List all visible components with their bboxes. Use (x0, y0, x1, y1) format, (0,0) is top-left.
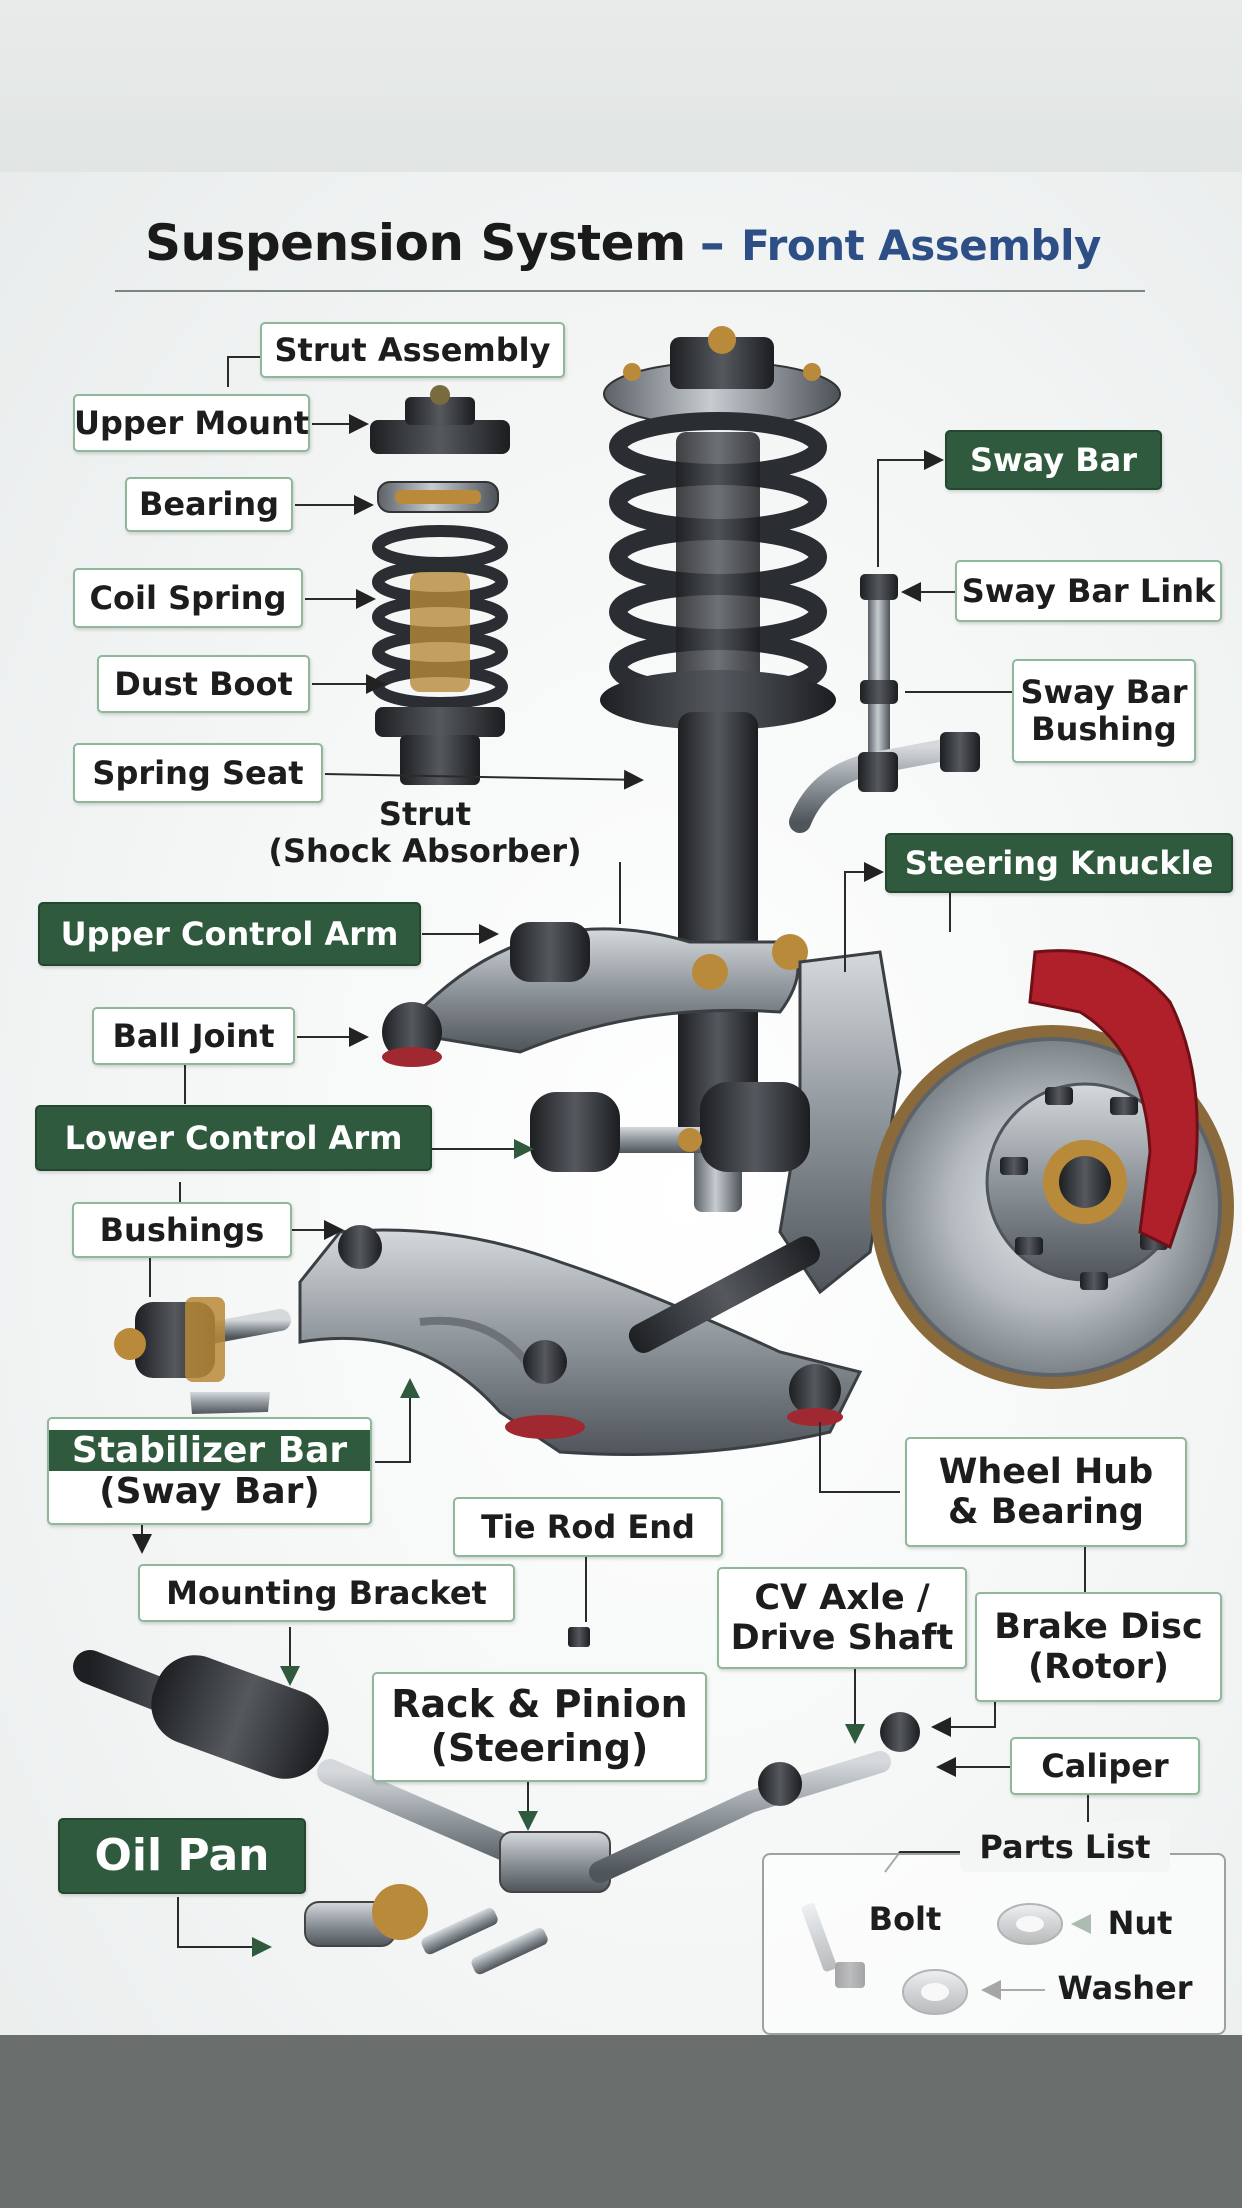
label-sway-bar-bushing-line2: Bushing (1031, 710, 1177, 748)
label-bolt: Bolt (868, 1899, 942, 1938)
label-tie-rod-end: Tie Rod End (453, 1497, 723, 1557)
label-steering-knuckle: Steering Knuckle (885, 833, 1233, 893)
stabilizer-bar-part (114, 1297, 291, 1414)
page-title: Suspension System– Front Assembly (145, 214, 1101, 272)
label-caliper: Caliper (1010, 1737, 1200, 1795)
label-bearing: Bearing (125, 477, 293, 532)
title-main: Suspension System (145, 214, 686, 272)
label-spring-seat: Spring Seat (73, 743, 323, 803)
label-cv-axle: CV Axle / Drive Shaft (717, 1567, 967, 1669)
label-stabilizer-line2: (Sway Bar) (99, 1471, 320, 1512)
dust-boot-part (410, 572, 470, 692)
label-nut: Nut (1107, 1903, 1173, 1942)
strut-assembly-part (600, 326, 841, 1212)
label-wheel-hub-line2: & Bearing (948, 1492, 1144, 1532)
label-brake-disc-line1: Brake Disc (994, 1606, 1203, 1647)
cv-axle-part (530, 1082, 810, 1172)
label-rack-line2: (Steering) (430, 1726, 649, 1770)
sway-bar-link-part (789, 574, 980, 833)
diagram-canvas: Suspension System– Front Assembly (0, 172, 1242, 2035)
top-bar (0, 0, 1242, 172)
parts-list-box (762, 1853, 1226, 2035)
label-bushings: Bushings (72, 1202, 292, 1258)
label-stabilizer-line1: Stabilizer Bar (49, 1429, 370, 1471)
label-parts-list: Parts List (960, 1822, 1170, 1872)
label-brake-disc-line2: (Rotor) (1027, 1647, 1170, 1687)
rack-and-pinion-part (73, 1627, 920, 1893)
upper-mount-part (370, 385, 510, 454)
bottom-bar (0, 2035, 1242, 2208)
label-rack-and-pinion: Rack & Pinion (Steering) (372, 1672, 707, 1782)
title-subtitle: Front Assembly (741, 221, 1101, 270)
label-wheel-hub: Wheel Hub & Bearing (905, 1437, 1187, 1547)
tie-rod-part (628, 1236, 820, 1353)
label-strut-line2: (Shock Absorber) (268, 832, 582, 870)
leader-lines (132, 356, 1091, 2000)
label-mounting-bracket: Mounting Bracket (138, 1564, 515, 1622)
label-upper-control-arm: Upper Control Arm (38, 902, 421, 966)
caliper-part (1028, 949, 1199, 1250)
title-dash: – (699, 214, 725, 272)
brake-disc-part (870, 1025, 1234, 1389)
title-divider (115, 290, 1145, 292)
label-strut-line1: Strut (378, 795, 472, 834)
label-oil-pan: Oil Pan (58, 1818, 306, 1894)
label-wheel-hub-line1: Wheel Hub (938, 1451, 1154, 1492)
label-cv-axle-line1: CV Axle / (754, 1577, 930, 1618)
label-sway-bar-link: Sway Bar Link (955, 560, 1222, 622)
label-strut-assembly: Strut Assembly (260, 322, 565, 378)
label-strut: Strut (Shock Absorber) (268, 792, 582, 874)
label-sway-bar: Sway Bar (945, 430, 1162, 490)
label-cv-axle-line2: Drive Shaft (730, 1618, 954, 1658)
spring-seat-part (375, 707, 505, 785)
bearing-part (377, 481, 499, 513)
label-lower-control-arm: Lower Control Arm (35, 1105, 432, 1171)
label-sway-bar-bushing: Sway Bar Bushing (1012, 659, 1196, 763)
label-coil-spring: Coil Spring (73, 568, 303, 628)
upper-control-arm-part (382, 922, 808, 1067)
label-sway-bar-bushing-line1: Sway Bar (1020, 673, 1188, 712)
label-dust-boot: Dust Boot (97, 655, 310, 713)
label-stabilizer-bar: Stabilizer Bar (Sway Bar) (47, 1417, 372, 1525)
lower-control-arm-part (298, 1225, 863, 1456)
label-brake-disc: Brake Disc (Rotor) (975, 1592, 1222, 1702)
label-rack-line1: Rack & Pinion (391, 1682, 688, 1727)
label-ball-joint: Ball Joint (92, 1007, 295, 1065)
label-washer: Washer (1057, 1968, 1193, 2007)
loose-parts (304, 1884, 548, 1975)
label-upper-mount: Upper Mount (73, 394, 310, 452)
